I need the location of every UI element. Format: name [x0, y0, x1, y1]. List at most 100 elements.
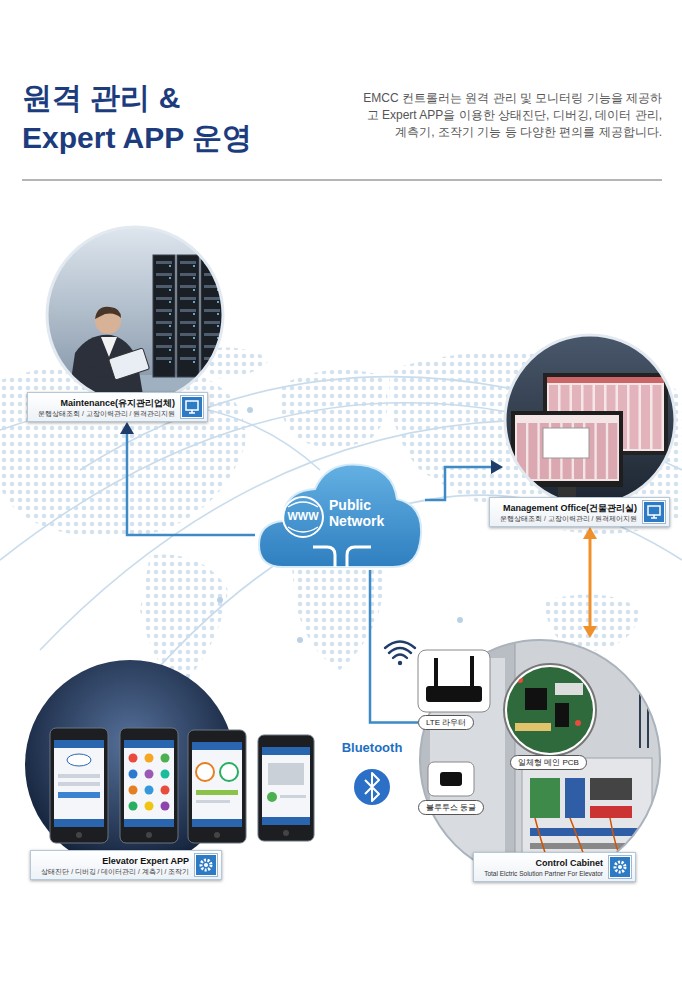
phone-screen [54, 740, 104, 827]
phone [258, 735, 314, 841]
photo-frame [47, 227, 223, 403]
app-menu-icon [129, 770, 138, 779]
label-text-group: Maintenance(유지관리업체)운행상태조회 / 고장이력관리 / 원격관… [38, 397, 175, 418]
server-led [217, 313, 219, 315]
app-logo [67, 754, 91, 766]
arrow-head [120, 422, 134, 434]
callout-label: LTE 라우터 [418, 715, 474, 730]
server-slot [156, 309, 172, 312]
app-header [262, 747, 310, 755]
pcb-board [505, 666, 595, 756]
app-menu-icon [145, 754, 154, 763]
label-text-group: Management Office(건물관리실)운행상태조회 / 고장이력관리 … [500, 502, 637, 523]
phone-screen [262, 747, 310, 825]
app-image [268, 763, 304, 785]
server-slot [156, 297, 172, 300]
app-menu-icon [145, 786, 154, 795]
server-led [169, 349, 171, 351]
server-slot [204, 321, 220, 324]
label-box: Elevator Expert APP상태진단 / 디버깅 / 데이터관리 / … [30, 850, 222, 880]
label-subtitle: 운행상태조회 / 고장이력관리 / 원격관리지원 [38, 409, 175, 418]
bluetooth-label: Bluetooth [336, 740, 408, 756]
server-led [217, 277, 219, 279]
pcb-photo [505, 666, 595, 756]
server-led [169, 337, 171, 339]
photo-frame [505, 335, 675, 505]
relay [590, 806, 632, 818]
app-menu-icon [145, 802, 154, 811]
server-slot [180, 309, 196, 312]
arc-node [297, 637, 303, 643]
description-text: EMCC 컨트롤러는 원격 관리 및 모니터링 기능을 제공하고 Expert … [352, 90, 662, 141]
app-navbar [262, 817, 310, 825]
app-menu-icon [161, 770, 170, 779]
server-led [193, 289, 195, 291]
app-text-line [196, 800, 230, 803]
server-slot [180, 357, 196, 360]
icon-badge [643, 501, 665, 523]
app-navbar [124, 819, 174, 827]
cloud-shape [259, 465, 421, 568]
screen-column [528, 423, 537, 479]
maintenance-node: Maintenance(유지관리업체)운행상태조회 / 고장이력관리 / 원격관… [45, 225, 225, 422]
gear-icon [204, 863, 208, 867]
pcb-chip [555, 703, 569, 727]
router-antenna [470, 656, 474, 690]
server-led [193, 301, 195, 303]
circuit-board [530, 778, 560, 818]
person-shirt [101, 337, 117, 357]
bluetooth-circle [354, 769, 390, 805]
server-slot [156, 261, 172, 264]
pcb-inset [504, 664, 596, 756]
server-slot [180, 321, 196, 324]
callout-label: 일체형 메인 PCB [510, 755, 587, 770]
connector [120, 422, 255, 535]
monitor-screen [515, 415, 619, 481]
screen-dialog [543, 428, 589, 458]
wifi-icon [389, 648, 411, 653]
photo-ground [503, 333, 677, 507]
server-led [169, 313, 171, 315]
lte-router [426, 686, 482, 702]
server-led [193, 325, 195, 327]
server-led [193, 337, 195, 339]
server-led [193, 277, 195, 279]
label-box: Maintenance(유지관리업체)운행상태조회 / 고장이력관리 / 원격관… [27, 392, 208, 422]
server-led [169, 277, 171, 279]
label-box: Management Office(건물관리실)운행상태조회 / 고장이력관리 … [489, 497, 670, 527]
arrow-head [491, 460, 503, 474]
pcb-chip [525, 688, 547, 710]
globe-label: WWW [283, 510, 323, 523]
server-slot [180, 273, 196, 276]
server-rack [177, 255, 199, 377]
server-led [217, 361, 219, 363]
server-led [193, 361, 195, 363]
connector [370, 570, 418, 723]
label-title: Management Office(건물관리실) [500, 502, 637, 514]
screen-column [597, 423, 606, 479]
server-slot [156, 333, 172, 336]
monitor-icon [189, 410, 195, 413]
app-navbar [54, 819, 104, 827]
phone-button [214, 832, 220, 838]
office-node: Management Office(건물관리실)운행상태조회 / 고장이력관리 … [503, 333, 677, 527]
pcb-connector [555, 683, 583, 695]
server-slot [204, 309, 220, 312]
screen-column [653, 385, 662, 449]
connector-line [425, 467, 494, 500]
server-led [217, 301, 219, 303]
bluetooth-dongle [440, 772, 462, 786]
icon-badge [195, 854, 217, 876]
monitor-frame [511, 411, 623, 487]
server-slot [156, 273, 172, 276]
connector-line [589, 536, 592, 629]
screen-column [608, 423, 617, 479]
gear-icon [201, 860, 211, 870]
phone-button [146, 832, 152, 838]
app-header [54, 740, 104, 748]
icon [644, 502, 664, 522]
app-menu-icon [129, 786, 138, 795]
monitor-icon [651, 515, 657, 518]
arc-node [217, 597, 223, 603]
app-menu-icon [145, 770, 154, 779]
